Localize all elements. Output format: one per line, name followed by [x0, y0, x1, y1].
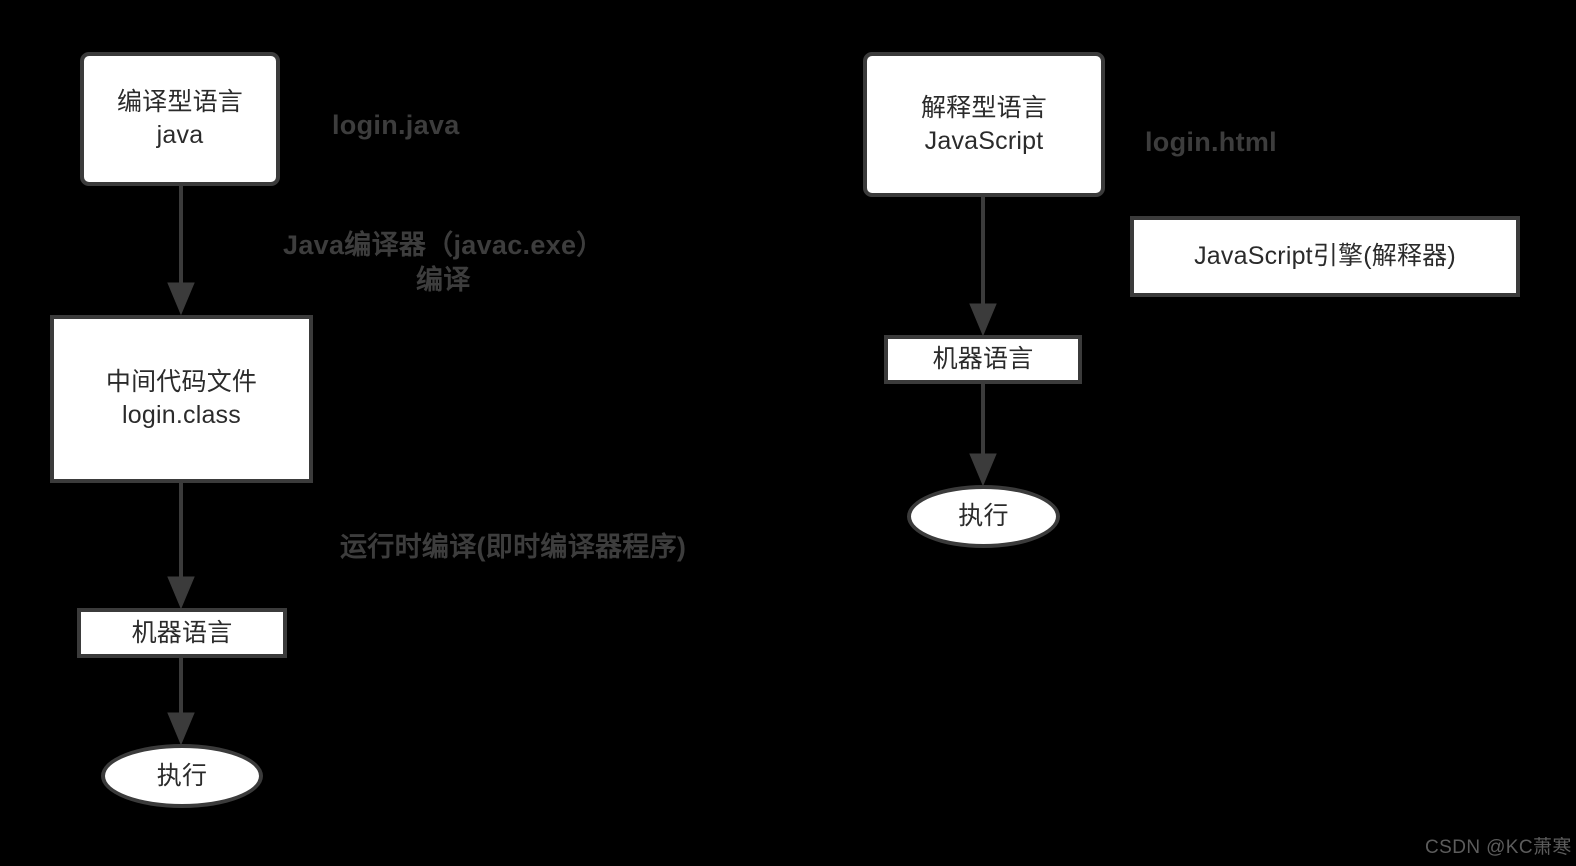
node-compiled-language-line2: java: [156, 121, 204, 149]
node-compiled-language: 编译型语言 java: [80, 52, 280, 186]
node-interpreted-language-line2: JavaScript: [924, 126, 1044, 155]
node-machine-language-left: 机器语言: [77, 608, 287, 658]
node-intermediate-code-file: 中间代码文件 login.class: [50, 315, 313, 483]
annotation-java-compiler-line1: Java编译器（javac.exe）: [283, 230, 604, 260]
node-javascript-engine: JavaScript引擎(解释器): [1130, 216, 1520, 297]
annotation-runtime-compile: 运行时编译(即时编译器程序): [340, 532, 687, 562]
node-machine-language-right: 机器语言: [884, 335, 1082, 384]
node-intermediate-code-file-line2: login.class: [122, 401, 241, 429]
watermark: CSDN @KC萧寒: [1425, 837, 1572, 858]
node-compiled-language-line1: 编译型语言: [116, 88, 243, 116]
label-login-java: login.java: [332, 110, 460, 140]
label-login-html: login.html: [1145, 127, 1277, 157]
annotation-java-compiler-line2: 编译: [415, 264, 471, 295]
node-execute-left: 执行: [101, 744, 263, 808]
node-execute-right: 执行: [907, 485, 1060, 548]
node-interpreted-language-line1: 解释型语言: [920, 93, 1047, 122]
node-interpreted-language: 解释型语言 JavaScript: [863, 52, 1105, 197]
annotation-java-compiler: Java编译器（javac.exe） 编译: [283, 228, 604, 297]
node-intermediate-code-file-line1: 中间代码文件: [105, 368, 258, 396]
